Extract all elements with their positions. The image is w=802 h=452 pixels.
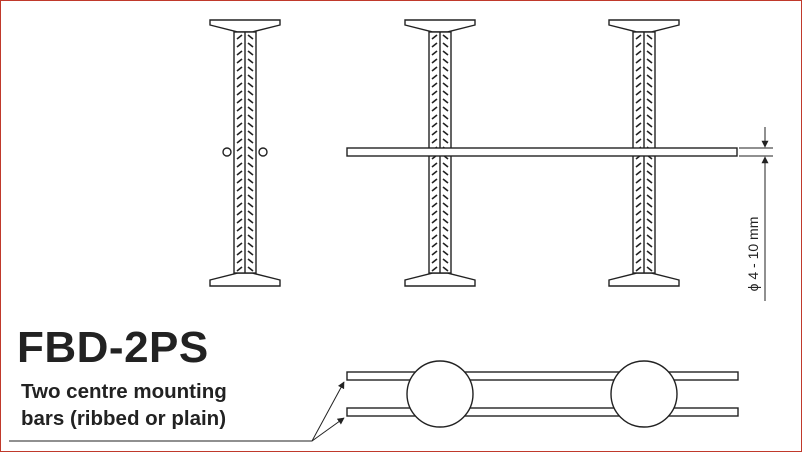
top-view-spacer-right	[610, 360, 678, 428]
mounting-bar-side-view	[346, 147, 738, 157]
caption-line-1: Two centre mounting	[21, 380, 227, 403]
top-view-spacer-left	[406, 360, 474, 428]
spacer-left-nub-right	[258, 147, 268, 157]
top-view	[346, 360, 739, 428]
leader-lines	[9, 381, 345, 442]
spacer-left-nub-left	[222, 147, 232, 157]
dimension-label-text: ϕ 4 - 10 mm	[745, 216, 761, 292]
spacer-middle-top-head	[404, 19, 476, 33]
spacer-left-top-head	[209, 19, 281, 33]
caption: Two centre mounting bars (ribbed or plai…	[21, 378, 227, 432]
top-view-bar-upper	[346, 371, 739, 381]
spacer-right-bottom-head	[608, 272, 680, 287]
product-code-title: FBD-2PS	[17, 323, 209, 372]
dimension-marker	[739, 127, 773, 301]
spacer-right-top-head	[608, 19, 680, 33]
spacer-middle-bottom-head	[404, 272, 476, 287]
spacer-left	[209, 19, 281, 287]
spacer-left-bottom-head	[209, 272, 281, 287]
caption-line-2: bars (ribbed or plain)	[21, 407, 227, 430]
top-view-bar-lower	[346, 407, 739, 417]
